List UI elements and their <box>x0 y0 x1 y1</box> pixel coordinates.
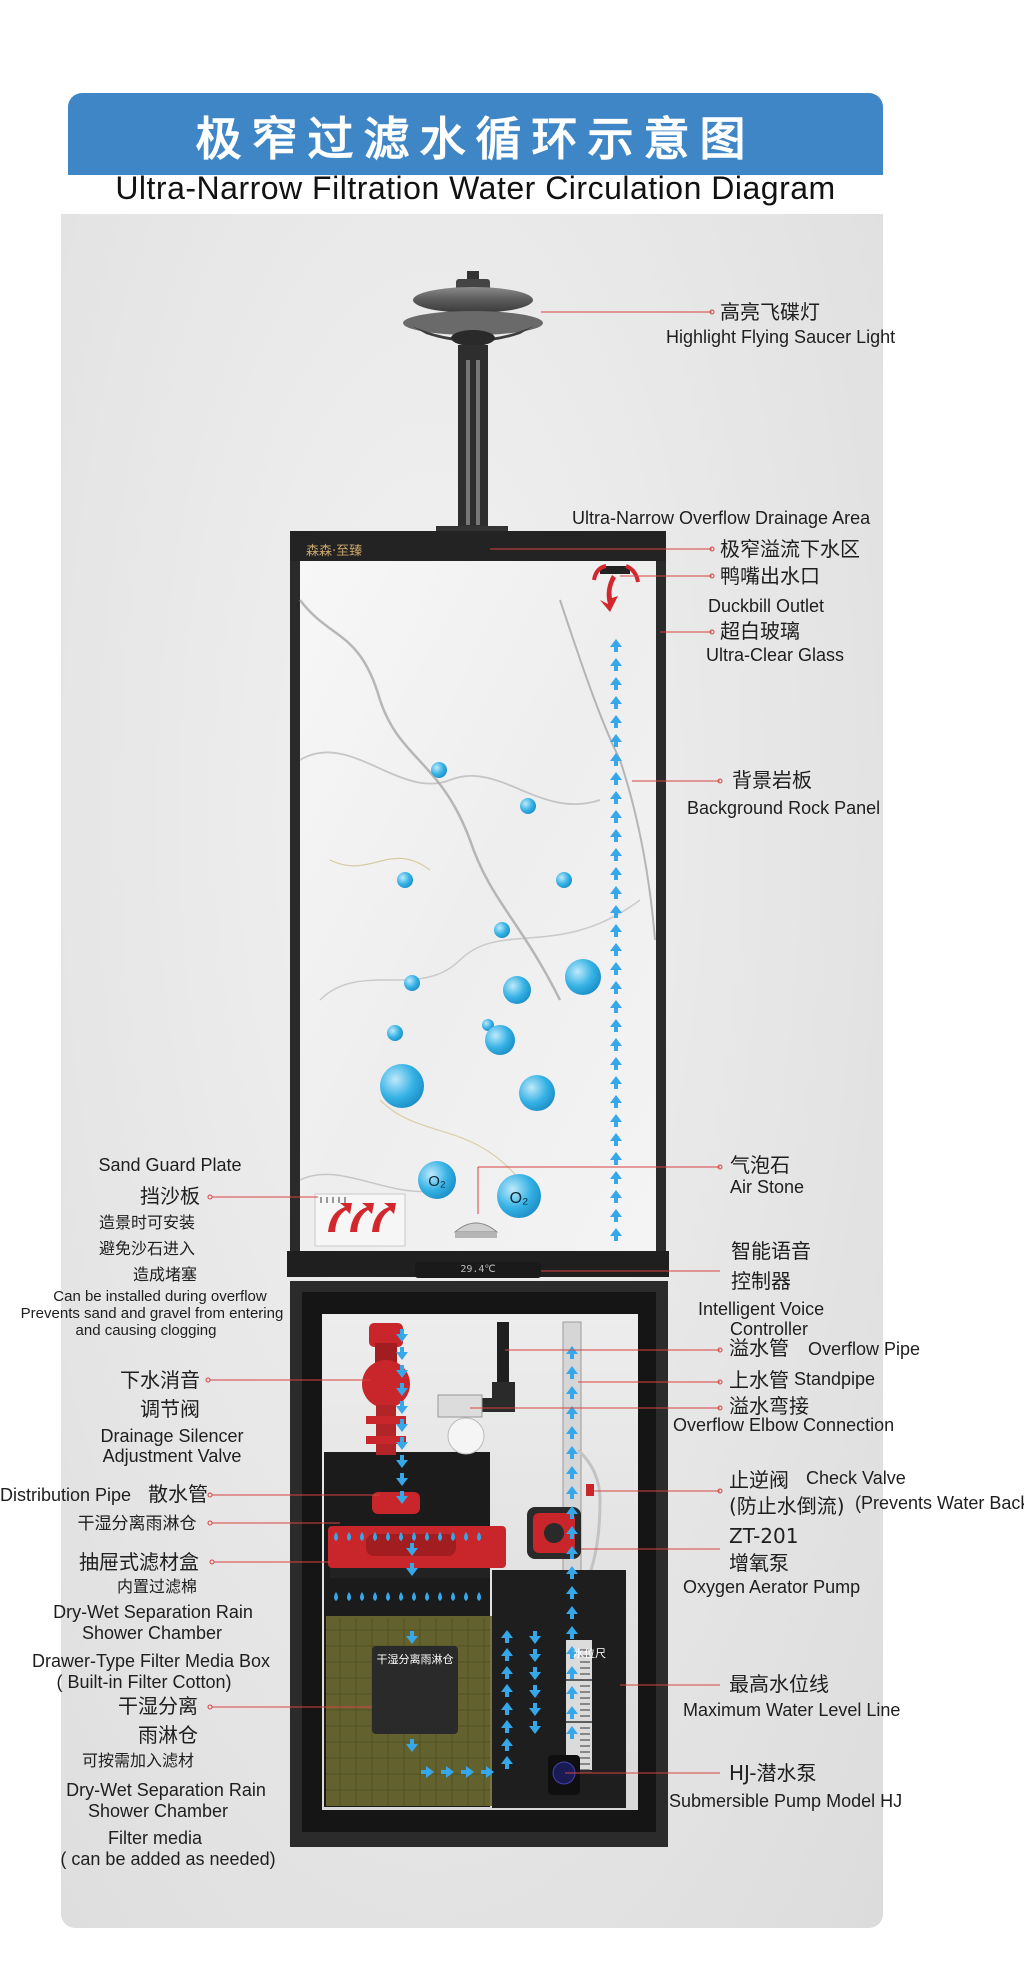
label-saucer-light-zh: 高亮飞碟灯 <box>720 300 820 324</box>
label-drywet-en-2: Shower Chamber <box>87 1801 229 1821</box>
label-voice-zh-1: 智能语音 <box>731 1239 811 1263</box>
label-check-valve-zh-2: (防止水倒流) <box>729 1494 845 1518</box>
label-drawer-zh: 抽屉式滤材盒 <box>79 1550 199 1574</box>
label-rock-panel-zh: 背景岩板 <box>732 768 812 792</box>
label-aerator-zh: 增氧泵 <box>729 1551 789 1575</box>
saucer-light <box>403 271 543 534</box>
label-pump-en: Submersible Pump Model HJ <box>669 1791 903 1811</box>
brand-logo: 森森·至臻 <box>306 544 363 559</box>
label-pump-zh: HJ-潜水泵 <box>729 1761 817 1785</box>
label-sand-note-zh-2: 避免沙石进入 <box>98 1241 196 1258</box>
label-sand-note-zh-3: 造成堵塞 <box>132 1267 198 1284</box>
label-voice-en-2: Controller <box>730 1319 809 1339</box>
chamber-sign-body <box>372 1667 458 1673</box>
label-sand-note-zh-1: 造景时可安装 <box>98 1215 196 1232</box>
label-sand-guard-zh: 挡沙板 <box>140 1184 200 1208</box>
chamber-sign-title: 干湿分离雨淋仓 <box>376 1653 454 1666</box>
label-check-valve-en-2: (Prevents Water Backflow) <box>855 1493 1024 1513</box>
label-media-note-zh: 可按需加入滤材 <box>81 1753 195 1770</box>
temperature-display: 29.4℃ <box>415 1262 541 1278</box>
label-check-valve-zh-1: 止逆阀 <box>729 1468 789 1492</box>
label-rain-chamber-en-2: Shower Chamber <box>81 1623 223 1643</box>
label-media-en-2: ( can be added as needed) <box>60 1849 276 1869</box>
label-drawer-en-1: Drawer-Type Filter Media Box <box>31 1651 271 1671</box>
label-silencer-en-1: Drainage Silencer <box>100 1426 244 1446</box>
label-overflow-pipe-en: Overflow Pipe <box>808 1339 921 1359</box>
label-duckbill-en: Duckbill Outlet <box>708 596 825 616</box>
label-duckbill-zh: 鸭嘴出水口 <box>720 564 820 588</box>
water-level-scale-label: 水位尺 <box>573 1647 606 1660</box>
label-rain-chamber-en-1: Dry-Wet Separation Rain <box>53 1602 253 1622</box>
label-standpipe-zh: 上水管 <box>729 1368 789 1392</box>
label-drywet-zh-2: 雨淋仓 <box>138 1723 198 1747</box>
label-media-en-1: Filter media <box>107 1828 203 1848</box>
up-flow-arrows-tank <box>610 639 622 1241</box>
label-distribution-en: Distribution Pipe <box>0 1485 132 1505</box>
label-saucer-light-en: Highlight Flying Saucer Light <box>666 327 896 347</box>
label-rock-panel-en: Background Rock Panel <box>687 798 881 818</box>
label-check-valve-en-1: Check Valve <box>806 1468 906 1488</box>
label-air-stone-zh: 气泡石 <box>730 1153 790 1177</box>
label-distribution-zh: 散水管 <box>148 1482 208 1506</box>
label-silencer-zh-2: 调节阀 <box>140 1397 200 1421</box>
label-drawer-note-zh: 内置过滤棉 <box>116 1579 198 1596</box>
label-aerator-model: ZT-201 <box>729 1524 799 1548</box>
svg-text:O₂: O₂ <box>428 1173 446 1190</box>
label-max-level-en: Maximum Water Level Line <box>683 1700 901 1720</box>
label-aerator-en: Oxygen Aerator Pump <box>683 1577 861 1597</box>
label-elbow-en: Overflow Elbow Connection <box>673 1415 895 1435</box>
label-silencer-zh-1: 下水消音 <box>120 1368 200 1392</box>
label-standpipe-en: Standpipe <box>794 1369 876 1389</box>
label-sand-note-en-3: and causing clogging <box>75 1322 217 1339</box>
label-max-level-zh: 最高水位线 <box>729 1672 829 1696</box>
main-tank: O₂ O₂ <box>290 531 666 1251</box>
svg-text:O₂: O₂ <box>510 1190 529 1207</box>
title-en: Ultra-Narrow Filtration Water Circulatio… <box>115 170 836 206</box>
label-drywet-zh-1: 干湿分离 <box>118 1694 198 1718</box>
label-elbow-zh: 溢水弯接 <box>729 1394 809 1418</box>
label-voice-en-1: Intelligent Voice <box>698 1299 825 1319</box>
label-voice-zh-2: 控制器 <box>731 1269 791 1293</box>
label-drawer-en-2: ( Built-in Filter Cotton) <box>56 1672 232 1692</box>
label-overflow-area-zh: 极窄溢流下水区 <box>720 537 860 561</box>
title-banner: 极窄过滤水循环示意图 <box>68 93 883 175</box>
label-silencer-en-2: Adjustment Valve <box>102 1446 242 1466</box>
leader-lines <box>205 309 723 1774</box>
title-zh: 极窄过滤水循环示意图 <box>195 112 756 166</box>
label-sand-note-en-1: Can be installed during overflow <box>53 1288 267 1305</box>
label-sand-guard-en: Sand Guard Plate <box>98 1155 242 1175</box>
label-overflow-pipe-zh: 溢水管 <box>729 1336 789 1360</box>
chamber-sign: 干湿分离雨淋仓 <box>372 1646 458 1734</box>
label-air-stone-en: Air Stone <box>730 1177 805 1197</box>
label-glass-zh: 超白玻璃 <box>720 619 800 643</box>
label-rain-chamber-zh: 干湿分离雨淋仓 <box>77 1514 197 1533</box>
label-drywet-en-1: Dry-Wet Separation Rain <box>66 1780 266 1800</box>
label-glass-en: Ultra-Clear Glass <box>706 645 845 665</box>
label-overflow-area-en: Ultra-Narrow Overflow Drainage Area <box>572 508 871 528</box>
label-sand-note-en-2: Prevents sand and gravel from entering <box>20 1305 284 1322</box>
